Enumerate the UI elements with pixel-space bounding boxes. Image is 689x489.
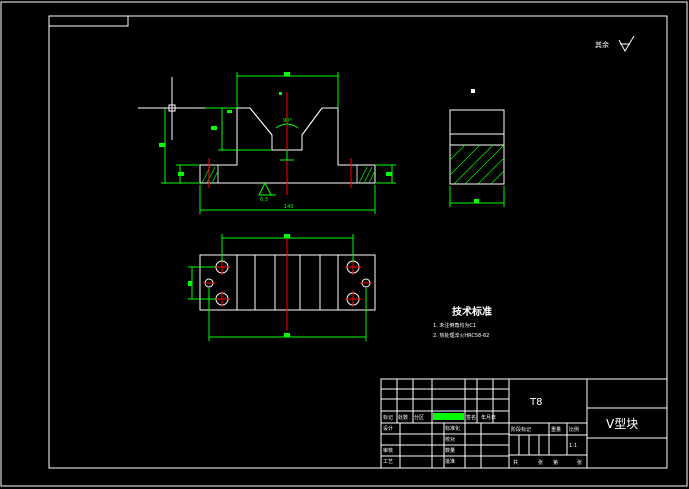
title-block-highlight: [433, 413, 464, 420]
label-no: 第: [553, 459, 558, 466]
part-name-label: V型块: [606, 417, 638, 431]
label-approve: 批准: [445, 458, 455, 465]
label-standardize: 标准化: [445, 425, 460, 432]
sheet-inner-border: [48, 15, 668, 469]
side-view: [449, 89, 505, 207]
label-design: 设计: [383, 425, 393, 432]
label-sign: 签名: [466, 414, 476, 421]
tech-requirement-item-1: 1. 未注倒角均为C1: [433, 322, 476, 329]
roughness-note-label: 其余: [595, 40, 609, 49]
label-sheet: 张: [577, 459, 582, 466]
width-dimension: 140: [284, 204, 294, 210]
label-check: 校对: [445, 436, 455, 443]
cad-cursor-icon: [138, 77, 205, 140]
front-hatch-right: [356, 164, 376, 184]
dimension-text-blocks: [159, 72, 392, 176]
label-shared: 共: [513, 459, 518, 466]
roughness-symbol-icon: [618, 35, 635, 53]
label-count: 处数: [398, 414, 408, 421]
top-view: [188, 234, 376, 341]
section-roughness-value: 6.3: [260, 197, 268, 203]
label-process: 工艺: [383, 459, 393, 465]
side-view-outline: [449, 109, 505, 185]
angle-arc: [275, 123, 299, 129]
label-weight: 重量: [551, 426, 561, 433]
side-view-hatch: [449, 144, 505, 185]
scale-value: 1:1: [569, 443, 577, 449]
label-scale: 比例: [569, 426, 579, 433]
tech-requirement-item-2: 2. 热处理淬火HRC58-62: [433, 332, 489, 339]
material-label: T8: [529, 397, 542, 408]
label-count2: 数量: [445, 447, 455, 454]
section-roughness-icon: [258, 181, 276, 196]
label-mark: 标记: [383, 414, 393, 421]
front-view: 90°: [199, 92, 376, 195]
sheet-corner-box: [48, 15, 129, 27]
label-stage-mark: 阶段标记: [511, 426, 531, 433]
tech-requirements-title: 技术标准: [452, 305, 492, 318]
front-dimensions: [161, 72, 396, 214]
label-sheets: 张: [538, 459, 543, 466]
angle-dimension: 90°: [283, 118, 292, 124]
label-date: 年月日: [481, 414, 496, 421]
label-review: 审核: [383, 447, 393, 454]
label-zone: 分区: [414, 414, 424, 421]
title-block: [380, 378, 668, 469]
